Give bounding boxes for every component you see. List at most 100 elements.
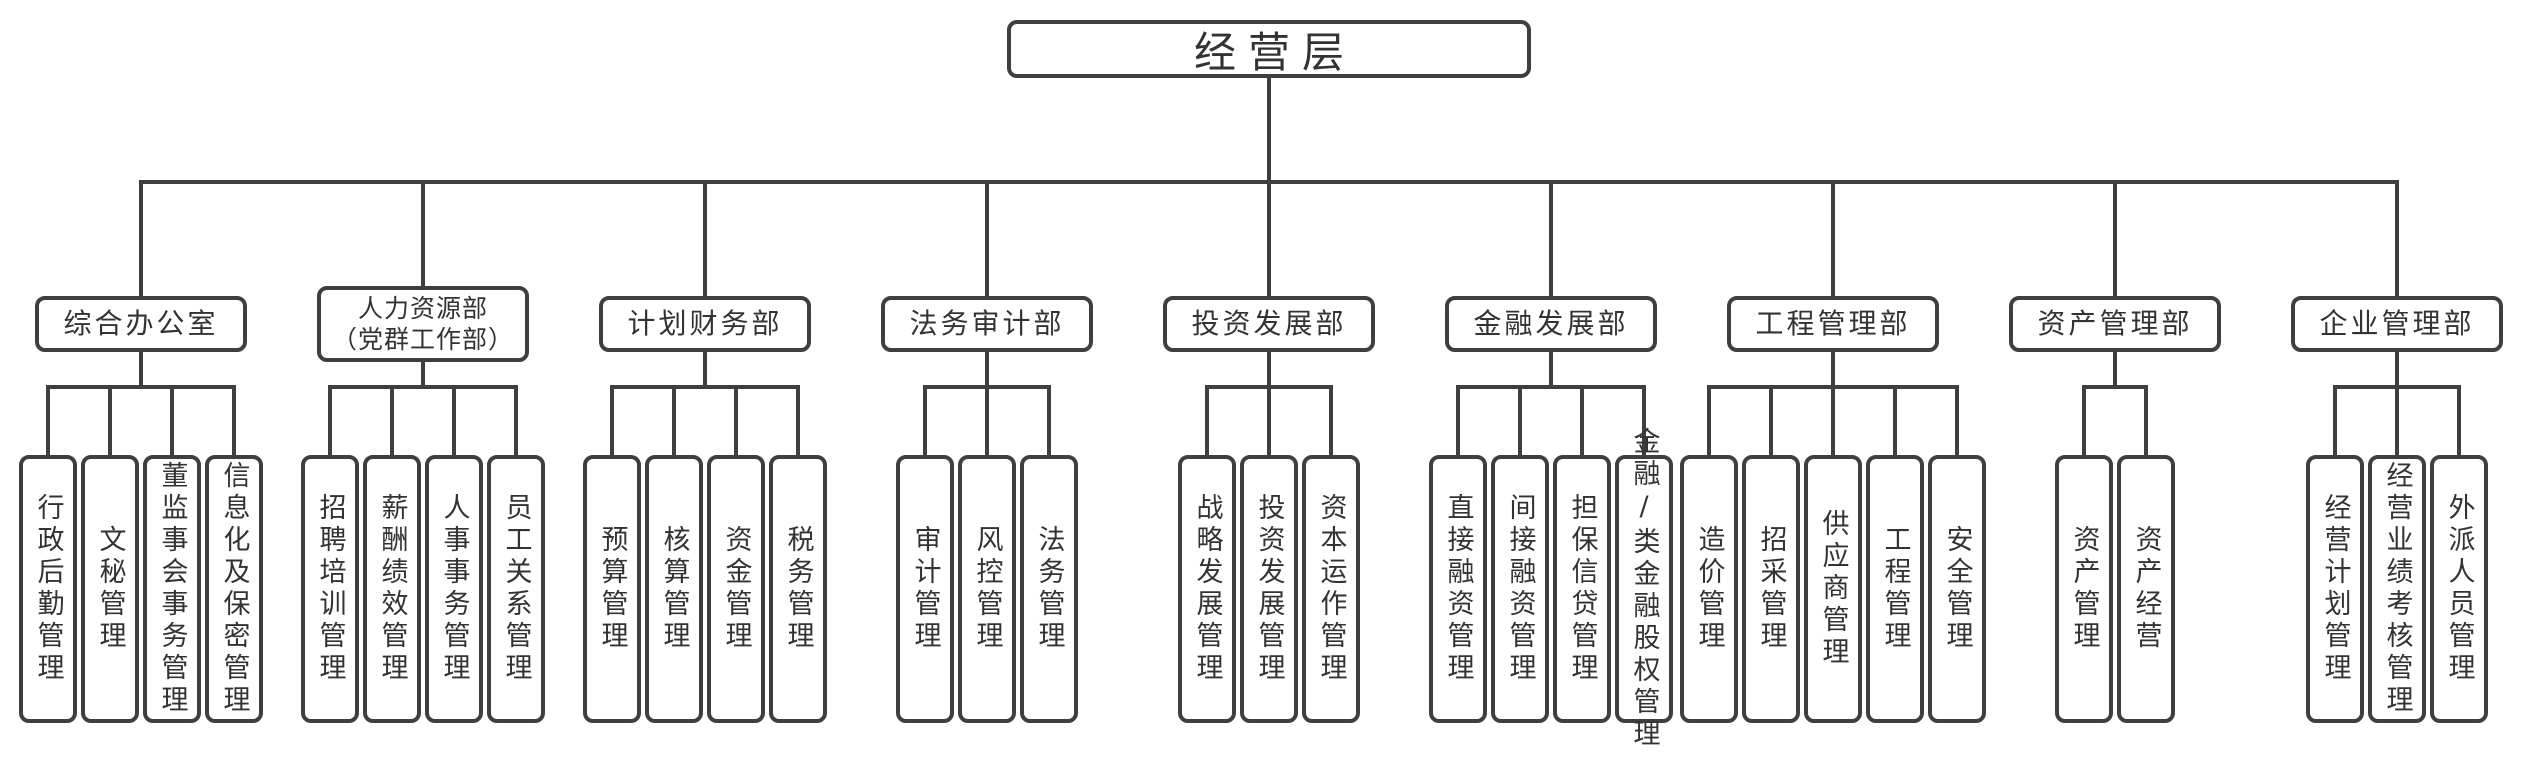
function-box[interactable]: 担保信贷管理 — [1553, 455, 1611, 723]
department-name: 企业管理部 — [2319, 307, 2475, 341]
department-box[interactable]: 投资发展部 — [1163, 296, 1375, 352]
function-column: 法务管理 — [1018, 385, 1080, 723]
function-column: 间接融资管理 — [1489, 385, 1551, 723]
department-drop-connector — [1128, 362, 1410, 385]
department-slot: 投资发展部 — [1128, 286, 1410, 362]
function-column: 战略发展管理 — [1176, 385, 1238, 723]
department-drop-connector — [0, 362, 282, 385]
departments-row: 综合办公室行政后勤管理文秘管理董监事会事务管理信息化及保密管理人力资源部（党群工… — [0, 180, 2538, 751]
department-box[interactable]: 法务审计部 — [881, 296, 1093, 352]
functions-row: 招聘培训管理薪酬绩效管理人事事务管理员工关系管理 — [282, 385, 564, 723]
department-box[interactable]: 企业管理部 — [2291, 296, 2503, 352]
function-box[interactable]: 法务管理 — [1020, 455, 1078, 723]
function-box[interactable]: 核算管理 — [645, 455, 703, 723]
department-slot: 法务审计部 — [846, 286, 1128, 362]
department-slot: 企业管理部 — [2256, 286, 2538, 362]
function-column: 担保信贷管理 — [1551, 385, 1613, 723]
function-box[interactable]: 预算管理 — [583, 455, 641, 723]
function-column: 信息化及保密管理 — [203, 385, 265, 723]
function-column: 资金管理 — [705, 385, 767, 723]
function-column: 董监事会事务管理 — [141, 385, 203, 723]
department-name: 金融发展部 — [1473, 307, 1629, 341]
department-column: 投资发展部战略发展管理投资发展管理资本运作管理 — [1128, 180, 1410, 723]
function-column: 员工关系管理 — [485, 385, 547, 723]
function-column: 人事事务管理 — [423, 385, 485, 723]
function-box[interactable]: 董监事会事务管理 — [143, 455, 201, 723]
function-column: 核算管理 — [643, 385, 705, 723]
function-column: 工程管理 — [1864, 385, 1926, 723]
department-slot: 计划财务部 — [564, 286, 846, 362]
function-box[interactable]: 信息化及保密管理 — [205, 455, 263, 723]
department-box[interactable]: 人力资源部（党群工作部） — [317, 286, 529, 362]
function-column: 行政后勤管理 — [17, 385, 79, 723]
function-box[interactable]: 投资发展管理 — [1240, 455, 1298, 723]
function-box[interactable]: 战略发展管理 — [1178, 455, 1236, 723]
function-box[interactable]: 资产管理 — [2055, 455, 2113, 723]
department-box[interactable]: 金融发展部 — [1445, 296, 1657, 352]
department-name: 法务审计部 — [909, 307, 1065, 341]
department-drop-connector — [1410, 362, 1692, 385]
function-box[interactable]: 招采管理 — [1742, 455, 1800, 723]
department-drop-connector — [564, 362, 846, 385]
function-box[interactable]: 经营计划管理 — [2306, 455, 2364, 723]
department-box[interactable]: 综合办公室 — [35, 296, 247, 352]
function-box[interactable]: 直接融资管理 — [1429, 455, 1487, 723]
function-box[interactable]: 审计管理 — [896, 455, 954, 723]
functions-row: 造价管理招采管理供应商管理工程管理安全管理 — [1680, 385, 1986, 723]
department-name: 工程管理部 — [1755, 307, 1911, 341]
root-connector-line — [1267, 78, 1271, 180]
function-box[interactable]: 经营业绩考核管理 — [2368, 455, 2426, 723]
department-column: 计划财务部预算管理核算管理资金管理税务管理 — [564, 180, 846, 723]
function-box[interactable]: 文秘管理 — [81, 455, 139, 723]
root-node-box[interactable]: 经营层 — [1007, 20, 1531, 78]
functions-row: 直接融资管理间接融资管理担保信贷管理金融/类金融股权管理 — [1410, 385, 1692, 751]
department-name: 人力资源部 — [357, 293, 488, 323]
function-column: 外派人员管理 — [2428, 385, 2490, 723]
functions-row: 资产管理资产经营 — [1974, 385, 2256, 723]
function-box[interactable]: 资本运作管理 — [1302, 455, 1360, 723]
department-name: 资产管理部 — [2037, 307, 2193, 341]
functions-row: 预算管理核算管理资金管理税务管理 — [564, 385, 846, 723]
function-box[interactable]: 员工关系管理 — [487, 455, 545, 723]
department-slot: 资产管理部 — [1974, 286, 2256, 362]
function-box[interactable]: 风控管理 — [958, 455, 1016, 723]
function-column: 风控管理 — [956, 385, 1018, 723]
function-box[interactable]: 间接融资管理 — [1491, 455, 1549, 723]
function-column: 直接融资管理 — [1427, 385, 1489, 723]
root-row: 经营层 — [0, 20, 2538, 78]
department-box[interactable]: 计划财务部 — [599, 296, 811, 352]
department-slot: 人力资源部（党群工作部） — [282, 286, 564, 362]
department-drop-connector — [1974, 362, 2256, 385]
department-column: 资产管理部资产管理资产经营 — [1974, 180, 2256, 723]
department-name: 综合办公室 — [63, 307, 219, 341]
function-box[interactable]: 供应商管理 — [1804, 455, 1862, 723]
function-box[interactable]: 金融/类金融股权管理 — [1615, 427, 1673, 751]
department-column: 综合办公室行政后勤管理文秘管理董监事会事务管理信息化及保密管理 — [0, 180, 282, 723]
department-drop-connector — [846, 362, 1128, 385]
department-name-line2: （党群工作部） — [331, 325, 514, 354]
functions-row: 经营计划管理经营业绩考核管理外派人员管理 — [2256, 385, 2538, 723]
function-box[interactable]: 税务管理 — [769, 455, 827, 723]
function-box[interactable]: 行政后勤管理 — [19, 455, 77, 723]
function-column: 投资发展管理 — [1238, 385, 1300, 723]
function-column: 经营计划管理 — [2304, 385, 2366, 723]
function-box[interactable]: 造价管理 — [1680, 455, 1738, 723]
department-box[interactable]: 工程管理部 — [1727, 296, 1939, 352]
function-column: 安全管理 — [1926, 385, 1988, 723]
department-slot: 金融发展部 — [1410, 286, 1692, 362]
function-column: 资产管理 — [2053, 385, 2115, 723]
department-column: 工程管理部造价管理招采管理供应商管理工程管理安全管理 — [1680, 180, 1986, 723]
function-box[interactable]: 资金管理 — [707, 455, 765, 723]
function-box[interactable]: 招聘培训管理 — [301, 455, 359, 723]
function-column: 文秘管理 — [79, 385, 141, 723]
function-box[interactable]: 工程管理 — [1866, 455, 1924, 723]
function-box[interactable]: 薪酬绩效管理 — [363, 455, 421, 723]
function-column: 资产经营 — [2115, 385, 2177, 723]
function-box[interactable]: 资产经营 — [2117, 455, 2175, 723]
department-box[interactable]: 资产管理部 — [2009, 296, 2221, 352]
function-box[interactable]: 外派人员管理 — [2430, 455, 2488, 723]
function-box[interactable]: 人事事务管理 — [425, 455, 483, 723]
department-name: 计划财务部 — [627, 307, 783, 341]
function-box[interactable]: 安全管理 — [1928, 455, 1986, 723]
